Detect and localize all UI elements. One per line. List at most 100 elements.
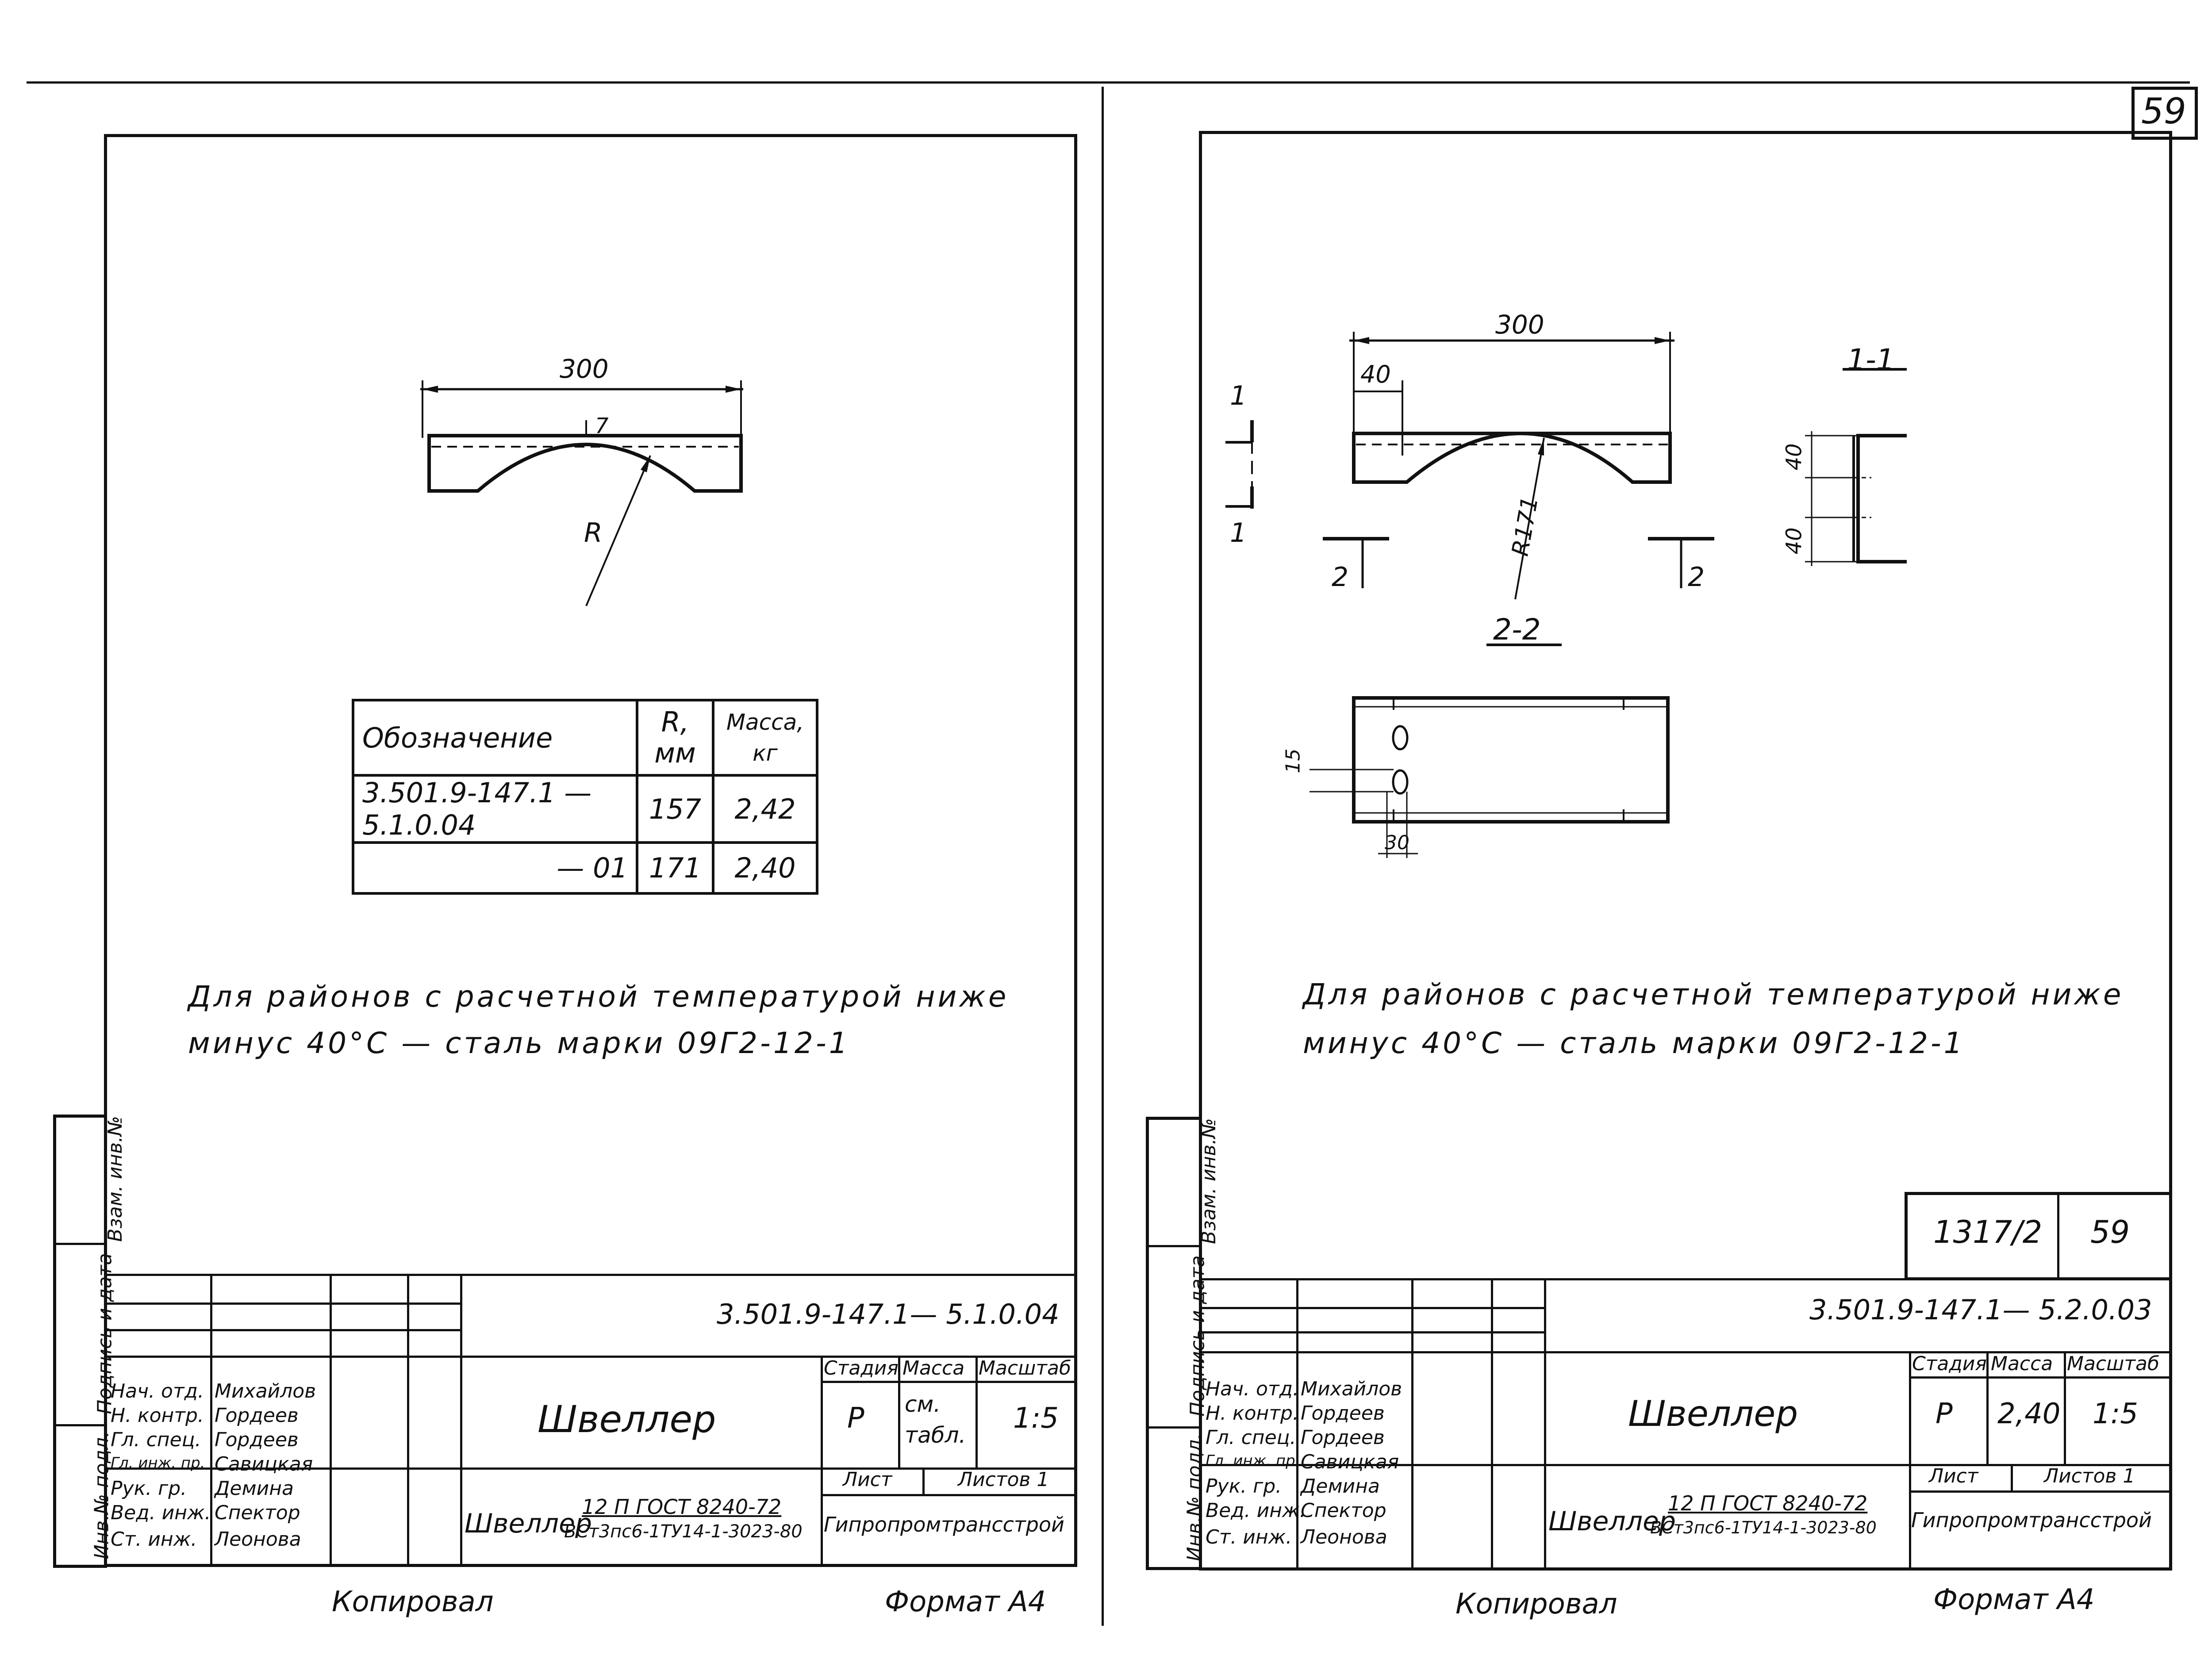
- right-note-line1: Для районов с расчетной температурой ниж…: [1303, 977, 2124, 1011]
- left-name-0: Михайлов: [215, 1380, 316, 1402]
- right-name-0: Михайлов: [1301, 1378, 1402, 1400]
- right-role-6: Ст. инж.: [1206, 1526, 1292, 1548]
- right-dim-offset: 40: [1360, 360, 1391, 388]
- right-footer-copied: Копировал: [1455, 1588, 1617, 1621]
- left-role-3: Гл. инж. пр.: [111, 1454, 205, 1472]
- right-cut-2-left: 2: [1332, 562, 1349, 593]
- right-sheets-header: Листов 1: [2044, 1465, 2135, 1487]
- left-mass-value: см. табл.: [905, 1391, 966, 1448]
- left-note-line1: Для районов с расчетной температурой ниж…: [188, 980, 1009, 1014]
- right-cut-2-right: 2: [1688, 562, 1705, 593]
- right-album-page: 59: [2090, 1214, 2130, 1250]
- left-role-4: Рук. гр.: [111, 1477, 187, 1500]
- left-dim-length: 300: [560, 354, 609, 384]
- header-r-unit: мм: [654, 737, 696, 769]
- left-org: Гипропромтрансстрой: [824, 1513, 1064, 1536]
- right-role-5: Вед. инж.: [1206, 1499, 1306, 1522]
- right-name-4: Демина: [1301, 1475, 1380, 1498]
- left-role-5: Вед. инж.: [111, 1502, 211, 1524]
- row-mass: 2,40: [712, 841, 818, 895]
- right-role-4: Рук. гр.: [1206, 1475, 1282, 1498]
- right-album-number: 1317/2: [1933, 1214, 2043, 1250]
- right-mass-value: 2,40: [1997, 1398, 2061, 1430]
- left-material-top: 12 П ГОСТ 8240-72: [582, 1495, 782, 1519]
- header-r-label: R,: [661, 706, 689, 738]
- header-mass-unit: кг: [753, 740, 778, 766]
- left-stage-header: Стадия: [824, 1357, 899, 1379]
- left-mass-header: Масса: [902, 1357, 965, 1379]
- left-footer-format: Формат А4: [885, 1586, 1046, 1618]
- left-sheet-header: Лист: [843, 1468, 892, 1491]
- row-r: 157: [636, 774, 714, 844]
- top-rule: [27, 81, 2190, 84]
- table-row: 3.501.9-147.1 — 5.1.0.04 157 2,42: [352, 774, 818, 844]
- right-sec-dim-b: 40: [1782, 527, 1807, 555]
- left-footer-copied: Копировал: [332, 1586, 494, 1618]
- right-scale-value: 1:5: [2093, 1398, 2138, 1430]
- left-radius-label: R: [584, 517, 603, 548]
- page-number-box: [2131, 87, 2198, 140]
- header-mass: Масса, кг: [712, 699, 818, 777]
- right-name-2: Гордеев: [1301, 1426, 1385, 1449]
- left-role-6: Ст. инж.: [111, 1528, 197, 1551]
- left-sheet-frame: [104, 134, 1077, 1567]
- row-mass: 2,42: [712, 774, 818, 844]
- left-scale-value: 1:5: [1013, 1402, 1059, 1435]
- right-sec-dim-a: 40: [1782, 443, 1807, 471]
- left-name-4: Демина: [215, 1477, 294, 1500]
- right-side-label-replace: Взам. инв.№: [1197, 1118, 1220, 1244]
- left-name-3: Савицкая: [215, 1453, 313, 1475]
- left-note-line2: минус 40°С — сталь марки 09Г2-12-1: [188, 1026, 850, 1060]
- left-name-1: Гордеев: [215, 1404, 299, 1427]
- right-stamp-code: 3.501.9-147.1— 5.2.0.03: [1809, 1294, 2152, 1326]
- right-scale-header: Масштаб: [2067, 1352, 2160, 1375]
- left-spec-table: Обозначение R, мм Масса, кг 3.501.9-147.…: [352, 699, 818, 895]
- right-org: Гипропромтрансстрой: [1911, 1508, 2152, 1532]
- header-mass-label: Масса,: [726, 709, 804, 735]
- right-note-line2: минус 40°С — сталь марки 09Г2-12-1: [1303, 1026, 1965, 1060]
- right-name-5: Спектор: [1301, 1499, 1386, 1522]
- right-cut-1-top: 1: [1230, 380, 1247, 411]
- right-name-6: Леонова: [1301, 1526, 1387, 1548]
- right-material-top: 12 П ГОСТ 8240-72: [1668, 1491, 1868, 1515]
- right-hole-dim: 15: [1282, 748, 1305, 774]
- left-stamp-title: Швеллер: [538, 1398, 716, 1441]
- left-role-1: Н. контр.: [111, 1404, 204, 1427]
- right-stamp-title: Швеллер: [1628, 1393, 1798, 1434]
- right-stage-header: Стадия: [1912, 1352, 1987, 1375]
- right-side-label-inv: Инв.№ подл.: [1183, 1433, 1206, 1562]
- left-side-strip: [53, 1115, 107, 1568]
- row-designation: — 01: [352, 841, 638, 895]
- center-divider: [1102, 87, 1104, 1626]
- right-mass-header: Масса: [1991, 1352, 2053, 1375]
- right-sheet-header: Лист: [1929, 1465, 1978, 1487]
- right-section-1-1: 1-1: [1847, 343, 1895, 377]
- left-role-2: Гл. спец.: [111, 1429, 201, 1451]
- right-sheet-frame: [1199, 131, 2172, 1571]
- right-section-2-2: 2-2: [1493, 613, 1541, 647]
- left-role-0: Нач. отд.: [111, 1380, 204, 1402]
- left-name-5: Спектор: [215, 1502, 300, 1524]
- left-scale-header: Масштаб: [979, 1357, 1071, 1379]
- right-footer-format: Формат А4: [1933, 1583, 2095, 1616]
- row-r: 171: [636, 841, 714, 895]
- left-name-6: Леонова: [215, 1528, 301, 1551]
- right-stage-value: Р: [1936, 1398, 1953, 1430]
- right-role-0: Нач. отд.: [1206, 1378, 1299, 1400]
- right-name-1: Гордеев: [1301, 1402, 1385, 1425]
- left-material-bottom: ВСт3пс6-1ТУ14-1-3023-80: [564, 1521, 803, 1542]
- left-name-2: Гордеев: [215, 1429, 299, 1451]
- right-role-2: Гл. спец.: [1206, 1426, 1296, 1449]
- header-r: R, мм: [636, 699, 714, 777]
- left-stamp-code: 3.501.9-147.1— 5.1.0.04: [717, 1298, 1060, 1330]
- right-name-3: Савицкая: [1301, 1451, 1399, 1473]
- left-sheets-header: Листов 1: [958, 1468, 1049, 1491]
- right-hole-offset: 30: [1385, 831, 1409, 854]
- table-row: — 01 171 2,40: [352, 841, 818, 895]
- left-stage-value: Р: [847, 1402, 864, 1435]
- page-number: 59: [2141, 91, 2186, 132]
- header-designation: Обозначение: [352, 699, 638, 777]
- right-material-name: Швеллер: [1548, 1506, 1676, 1537]
